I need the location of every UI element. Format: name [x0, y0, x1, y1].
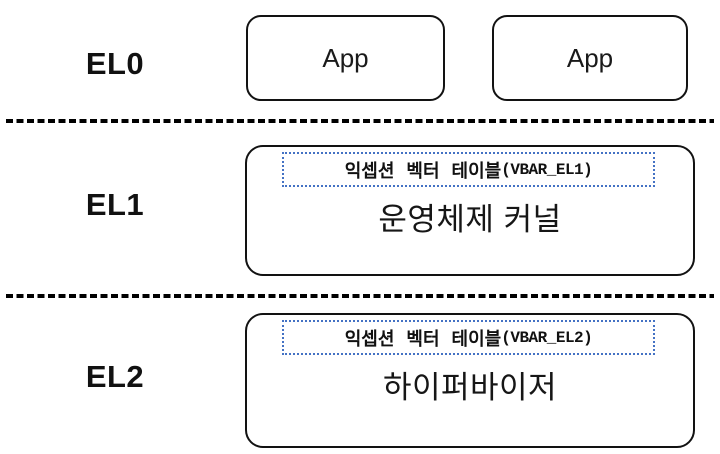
app-box-1: App	[246, 15, 445, 101]
vector-table-label-el1: 익셉션 벡터 테이블	[344, 160, 502, 181]
os-kernel-label: 운영체제 커널	[378, 202, 562, 237]
el2-label: EL2	[85, 359, 145, 394]
el1-label: EL1	[85, 187, 145, 222]
vbar-el1-register: (VBAR_EL1)	[501, 160, 593, 179]
separator-el0-el1	[6, 119, 714, 123]
app-box-2-label: App	[566, 42, 614, 73]
el1-kernel-box: 익셉션 벡터 테이블(VBAR_EL1) 운영체제 커널	[245, 145, 695, 276]
vector-table-box-el1: 익셉션 벡터 테이블(VBAR_EL1)	[282, 152, 655, 187]
hypervisor-label: 하이퍼바이저	[382, 370, 558, 405]
separator-el1-el2	[6, 294, 714, 298]
app-box-1-label: App	[322, 42, 369, 73]
vector-table-label-el2: 익셉션 벡터 테이블	[344, 328, 502, 349]
el0-label: EL0	[85, 46, 145, 81]
app-box-2: App	[492, 15, 688, 101]
vbar-el2-register: (VBAR_EL2)	[501, 328, 593, 347]
vector-table-box-el2: 익셉션 벡터 테이블(VBAR_EL2)	[282, 320, 655, 355]
el2-hypervisor-box: 익셉션 벡터 테이블(VBAR_EL2) 하이퍼바이저	[245, 313, 695, 448]
